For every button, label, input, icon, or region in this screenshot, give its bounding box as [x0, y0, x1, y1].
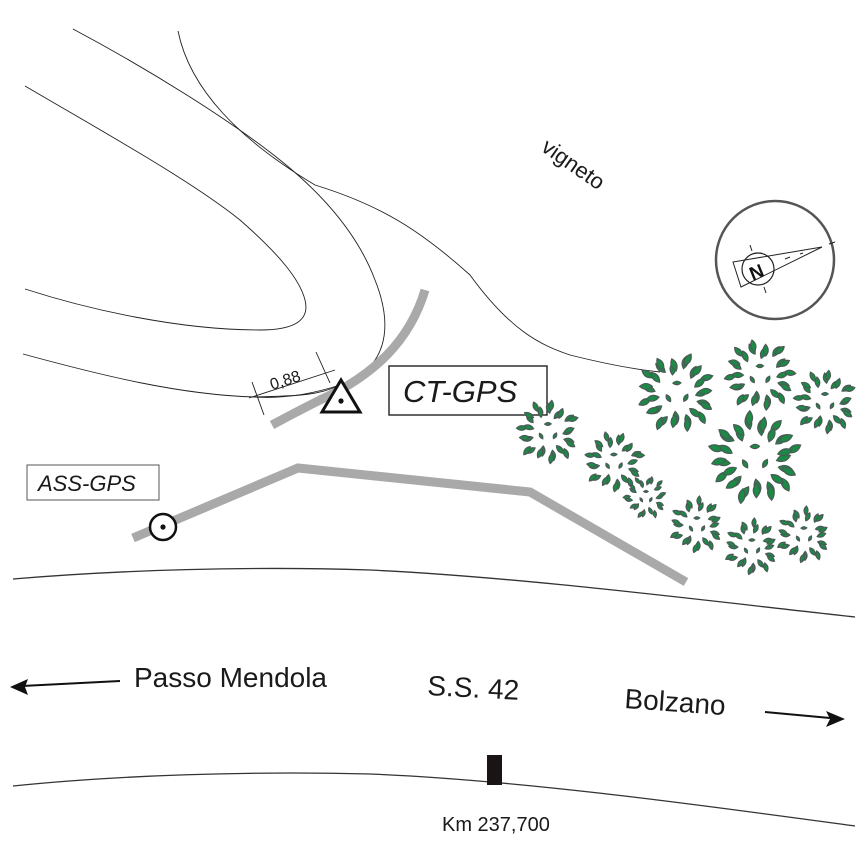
- ct-gps-marker-icon: [319, 377, 363, 414]
- east-destination-label: Bolzano: [624, 683, 727, 721]
- tree-icon: [638, 353, 714, 433]
- tree-icon: [515, 399, 579, 465]
- svg-text:CT-GPS: CT-GPS: [403, 374, 518, 409]
- vineyard-label: vigneto: [537, 134, 609, 195]
- west-destination-label: Passo Mendola: [134, 662, 327, 693]
- tree-icon: [707, 409, 802, 505]
- dimension-tick: [315, 351, 331, 384]
- dimension-annotation: 0,88: [248, 351, 336, 416]
- tree-icon: [777, 505, 828, 564]
- dimension-label: 0,88: [268, 368, 303, 394]
- access-path-lower: [131, 463, 689, 586]
- west-arrow-icon: [10, 679, 121, 695]
- svg-text:N: N: [747, 261, 768, 286]
- contour-line: [177, 30, 661, 373]
- tree-icon: [792, 369, 856, 435]
- dimension-line: [248, 369, 336, 399]
- dimension-tick: [251, 381, 265, 416]
- svg-text:ASS-GPS: ASS-GPS: [36, 471, 136, 496]
- kilometer-marker-label: Km 237,700: [442, 814, 550, 836]
- ct-gps-label: CT-GPS: [388, 365, 548, 416]
- tree-icon: [584, 431, 646, 493]
- east-arrow-icon: [764, 711, 845, 727]
- tree-icon: [670, 495, 721, 554]
- kilometer-post-icon: [487, 755, 502, 785]
- tree-icon: [723, 339, 797, 411]
- tree-icon: [622, 475, 667, 519]
- ass-gps-marker-icon: [148, 512, 178, 542]
- contour-lines: [22, 28, 661, 398]
- tree-cluster: [515, 339, 856, 576]
- north-arrow-icon: N: [714, 199, 836, 321]
- ass-gps-label: ASS-GPS: [26, 464, 160, 501]
- contour-line: [24, 85, 307, 331]
- road-edge-south: [12, 772, 856, 827]
- road-edge-north: [12, 567, 856, 618]
- contour-line: [72, 28, 386, 398]
- road-name-label: S.S. 42: [427, 670, 520, 706]
- tree-icon: [725, 517, 776, 576]
- contour-line: [22, 353, 341, 398]
